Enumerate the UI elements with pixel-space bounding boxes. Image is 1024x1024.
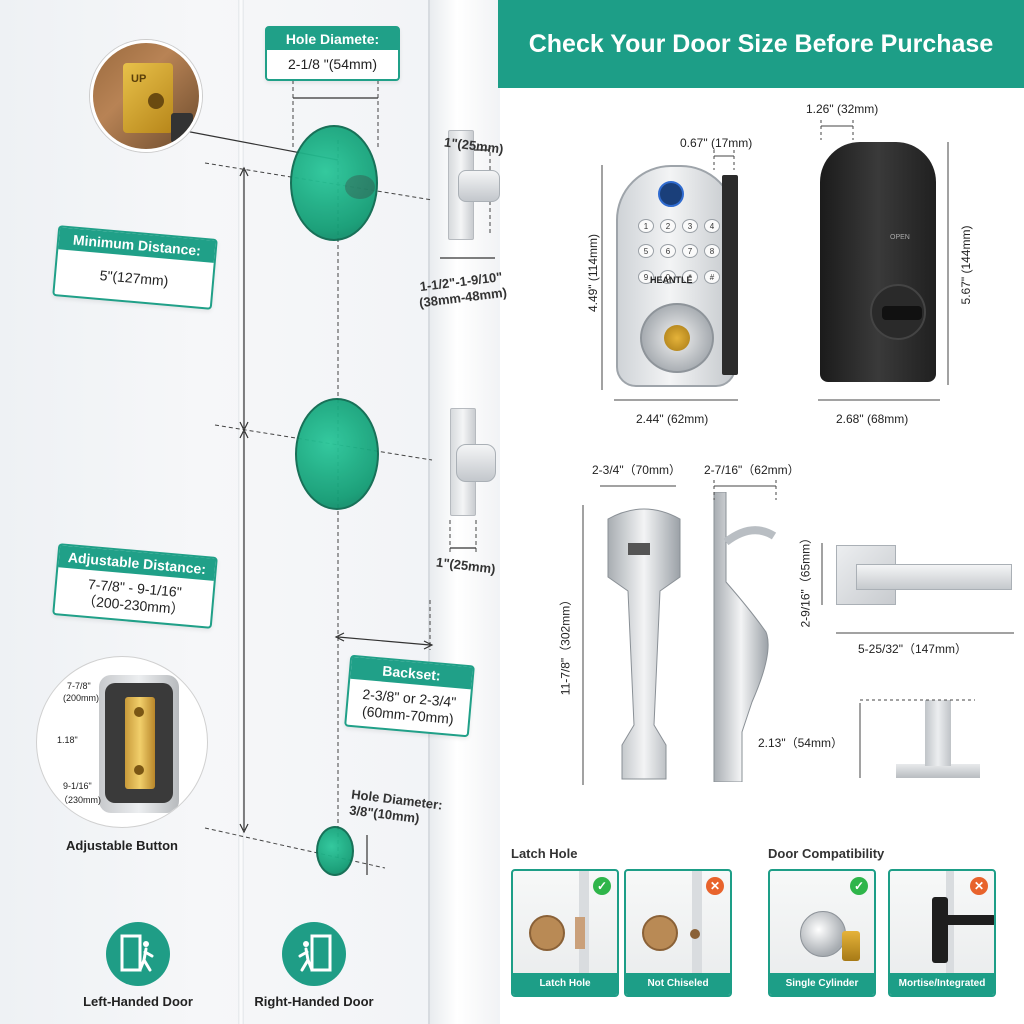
door-diagram: UP Hole Diamete: 2-1/8 "(54mm) Minimum D… [0,0,508,1024]
door-guides [179,80,495,875]
adjustable-button-closeup: 7-7/8" (200mm) 1.18" 9-1/16" （230mm) [36,656,208,828]
brand-label: HEANTLE [650,275,693,285]
deadbolt-depth-label: 0.67" (17mm) [680,136,753,150]
adjust-bottom-value: 9-1/16" [63,781,92,791]
backset-callout: Backset: 2-3/8" or 2-3/4" (60mm-70mm) [344,654,475,738]
open-label: OPEN [890,234,910,241]
lever-projection-label: 2.13"（54mm） [758,736,843,750]
handleset-width-label: 2-3/4"（70mm） [592,463,681,477]
adjust-top-value: 7-7/8" [67,681,91,691]
product-dimension-lines [498,90,1024,510]
lever-height-label: 2-9/16"（65mm） [798,531,813,628]
keypad-key[interactable]: 5 [638,244,654,259]
hole-diameter-title: Hole Diamete: [267,28,398,50]
door-compat-no-card: ✕ Mortise/Integrated [888,869,996,997]
interior-depth-label: 1.26" (32mm) [806,102,879,116]
door-compat-ok-caption: Single Cylinder [770,973,874,995]
keypad-key[interactable]: 1 [638,219,654,233]
latch-hole-no-caption: Not Chiseled [626,973,730,995]
cross-bore-hole-top [290,125,378,241]
keypad-key[interactable]: 3 [682,219,698,233]
adjustable-distance-callout: Adjustable Distance: 7-7/8" - 9-1/16" （2… [52,543,218,629]
lever-side-plate [896,764,980,778]
adjust-top-mm: (200mm) [63,693,100,703]
right-handed-door-label: Right-Handed Door [254,994,374,1009]
cross-icon: ✕ [706,877,724,895]
thumb-turn [870,284,926,340]
latch-bolt-through [345,175,375,199]
door-compat-ok-card: ✓ Single Cylinder [768,869,876,997]
latch-closeup: UP [90,40,202,152]
right-handed-door-icon [282,922,346,986]
keypad-key[interactable]: 7 [682,244,698,259]
check-icon: ✓ [850,877,868,895]
hole-diameter-value: 2-1/8 "(54mm) [288,56,377,72]
left-handed-door-icon [106,922,170,986]
left-handed-door-label: Left-Handed Door [83,994,193,1009]
handleset-side [713,492,777,782]
latch-bolt-top [458,170,500,202]
door-frame-line [238,0,244,1024]
deadbolt-width-label: 2.44" (62mm) [636,412,709,426]
adjust-bottom-mm: （230mm) [59,795,102,805]
latch-hole-title: Latch Hole [511,846,578,861]
latch-hole-ok-caption: Latch Hole [513,973,617,995]
deadbolt-side [722,175,738,375]
mounting-hole-bottom [316,826,354,876]
keypad-key[interactable]: 4 [704,219,720,233]
keypad-key[interactable]: 0 [660,269,676,284]
interior-unit: OPEN [820,142,936,382]
keypad-key[interactable]: 8 [704,244,720,259]
keypad-key[interactable]: 6 [660,244,676,259]
keypad-key[interactable]: 9 [638,269,654,284]
hole-diameter-callout: Hole Diamete: 2-1/8 "(54mm) [265,26,400,81]
keypad-key[interactable]: 2 [660,219,676,233]
cross-icon: ✕ [970,877,988,895]
check-icon: ✓ [593,877,611,895]
title-banner: Check Your Door Size Before Purchase [498,0,1024,88]
fingerprint-sensor-icon [658,181,684,207]
door-compat-title: Door Compatibility [768,846,885,861]
banner-title: Check Your Door Size Before Purchase [528,30,994,58]
interior-width-label: 2.68" (68mm) [836,412,909,426]
keypad-key[interactable]: # [704,269,720,284]
door-compat-no-caption: Mortise/Integrated [890,973,994,995]
handleset-front [607,508,681,780]
deadbolt-height-label: 4.49" (114mm) [586,233,600,313]
latch-bolt-bottom [456,444,496,482]
handleset-depth-label: 2-7/16"（62mm） [704,463,800,477]
handleset-height-label: 11-7/8"（302mm） [558,593,573,696]
minimum-distance-callout: Minimum Distance: 5"(127mm) [52,225,218,310]
adjustable-button-label: Adjustable Button [66,838,178,853]
key-cylinder [640,303,714,373]
cross-bore-hole-middle [295,398,379,510]
keypad-key[interactable]: * [682,269,698,284]
up-label: UP [131,73,147,85]
adjust-mid-value: 1.18" [57,735,78,745]
latch-hole-ok-card: ✓ Latch Hole [511,869,619,997]
lever-length-label: 5-25/32"（147mm） [858,642,967,656]
lever-side-stem [925,700,951,766]
interior-height-label: 5.67" (144mm) [959,225,973,305]
latch-hole-no-card: ✕ Not Chiseled [624,869,732,997]
lever-handle [856,564,1012,590]
